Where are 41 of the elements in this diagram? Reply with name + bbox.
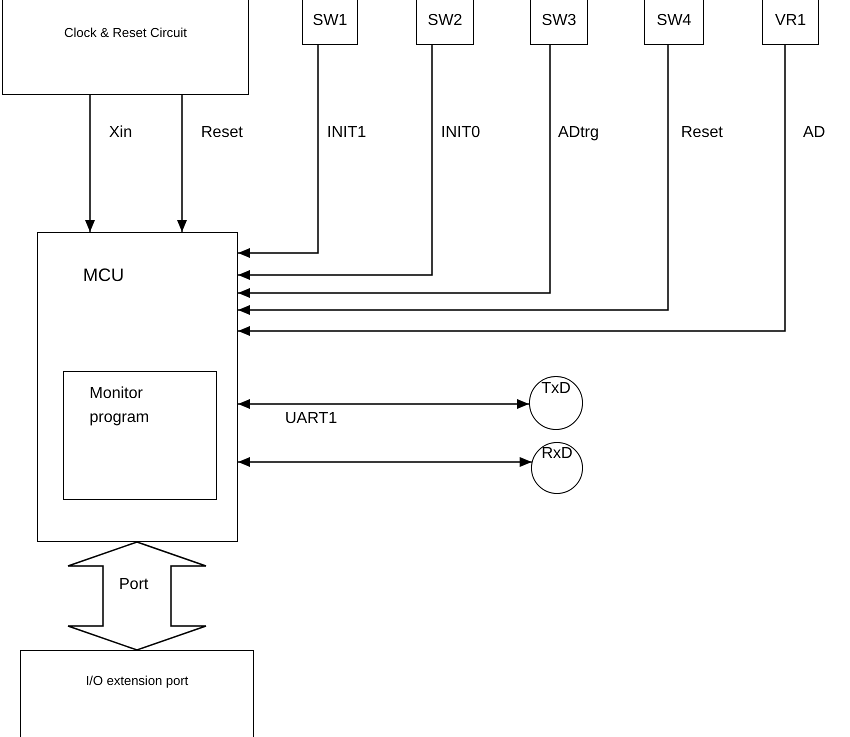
block-label: Clock & Reset Circuit [63,25,188,40]
block-label: I/O extension port [84,673,190,688]
block-label: RxD [540,445,574,463]
block-label: SW2 [426,12,464,30]
block-box [37,232,238,542]
block-label: VR1 [774,12,808,30]
block-box [20,650,254,737]
block-label: MCU [83,265,124,286]
block-box [530,0,588,45]
block-label: SW4 [656,12,692,30]
arrow [177,95,187,232]
arrow [238,457,532,467]
block-arrow [67,541,207,651]
block-box [2,0,249,95]
arrow [238,45,433,280]
signal-label: Port [119,576,148,594]
arrow [238,45,669,315]
signal-label: AD [803,124,826,142]
signal-label: ADtrg [558,124,599,142]
signal-label: Xin [109,124,132,142]
arrow [238,399,530,409]
block-label: SW3 [540,12,578,30]
block-label: Monitor program [90,384,150,428]
signal-circle [531,442,583,494]
signal-circle [529,376,583,430]
signal-label: INIT0 [441,124,480,142]
signal-label: Reset [681,124,723,142]
arrow [238,45,319,258]
signal-label: Reset [201,124,243,142]
block-label: SW1 [312,12,348,30]
signal-label: INIT1 [327,124,366,142]
signal-label: UART1 [285,410,338,428]
block-box [416,0,474,45]
block-label: TxD [540,380,572,398]
block-box [62,370,216,500]
arrow [238,45,786,336]
block-box [762,0,819,45]
arrow [238,45,551,298]
block-box [644,0,704,45]
arrow [85,95,95,232]
block-box [302,0,358,45]
